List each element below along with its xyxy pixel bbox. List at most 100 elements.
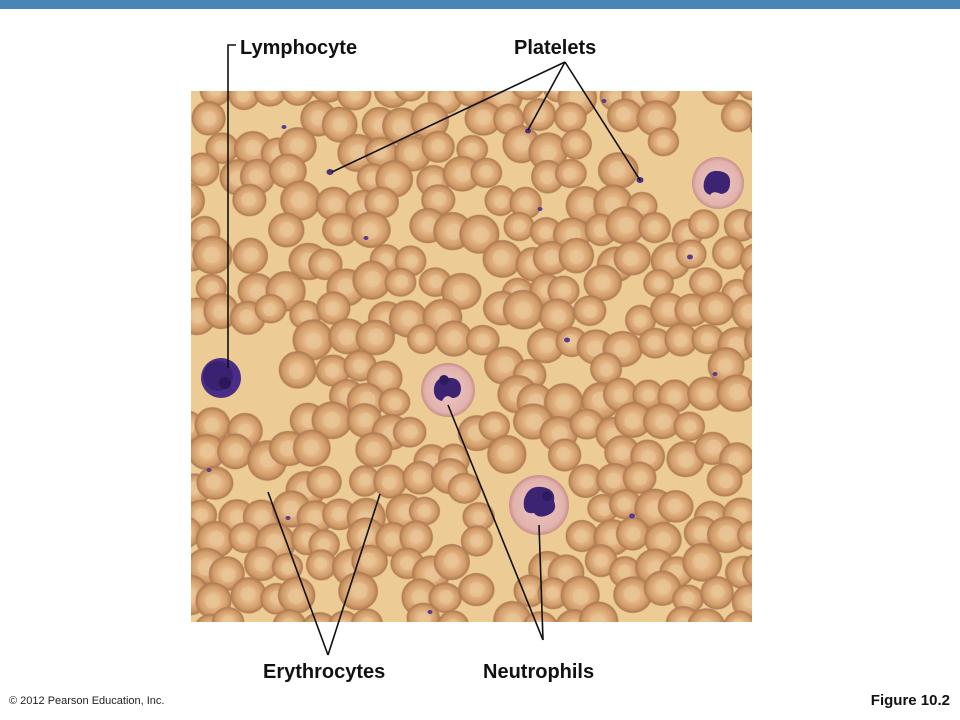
erythrocyte — [478, 411, 511, 442]
erythrocyte — [526, 327, 565, 364]
neutrophil-leader-line-1 — [447, 404, 544, 641]
erythrocyte — [437, 610, 469, 622]
platelet-leader-line-2 — [527, 61, 566, 131]
erythrocyte — [522, 97, 557, 132]
erythrocyte — [232, 237, 269, 275]
erythrocyte — [268, 153, 307, 189]
erythrocyte — [402, 460, 438, 495]
erythrocyte — [305, 548, 337, 581]
erythrocyte — [306, 465, 343, 499]
erythrocyte — [308, 248, 343, 281]
neutrophil-cell-1 — [421, 363, 475, 417]
erythrocyte — [196, 466, 234, 501]
neutrophil-cell-3 — [692, 157, 744, 209]
erythrocyte — [554, 158, 588, 189]
erythrocyte — [682, 542, 723, 582]
erythrocyte — [553, 101, 587, 134]
platelet-leader-line-1 — [331, 61, 566, 173]
platelet — [285, 516, 291, 520]
erythrocyte — [578, 601, 619, 622]
platelets-label: Platelets — [514, 37, 597, 59]
erythrocyte — [315, 291, 351, 325]
erythrocyte — [420, 184, 456, 216]
erythrocyte — [742, 264, 752, 298]
erythrocyte — [373, 464, 408, 499]
erythrocyte — [569, 408, 604, 440]
erythrocyte — [464, 101, 503, 136]
erythrocyte — [421, 130, 456, 163]
erythrocyte — [687, 376, 724, 412]
erythrocyte — [493, 600, 532, 622]
lymphocyte-leader-line — [227, 44, 236, 368]
platelet-leader-line-3 — [564, 61, 641, 181]
erythrocyte — [711, 235, 746, 270]
platelet — [525, 128, 531, 134]
erythrocyte — [642, 268, 675, 298]
erythrocyte — [278, 350, 317, 389]
erythrocyte — [565, 519, 599, 553]
erythrocyte — [348, 465, 381, 498]
neutrophil-leader-line-2 — [538, 524, 544, 641]
erythrocyte — [191, 235, 233, 275]
erythrocyte — [657, 489, 694, 523]
erythrocyte — [328, 610, 360, 622]
erythrocyte — [688, 209, 720, 240]
erythrocyte — [528, 132, 568, 172]
erythrocyte — [321, 212, 360, 247]
erythrocyte — [558, 237, 595, 274]
erythrocyte — [373, 91, 411, 109]
erythrocyte — [622, 461, 657, 494]
erythrocyte — [199, 91, 232, 107]
platelet — [564, 337, 570, 343]
erythrocyte — [511, 91, 544, 101]
platelet — [363, 236, 369, 240]
erythrocyte-leader-line-2 — [327, 493, 381, 656]
erythrocyte — [747, 381, 752, 404]
erythrocyte — [315, 186, 353, 222]
erythrocyte — [698, 291, 735, 326]
erythrocyte — [392, 416, 427, 448]
erythrocyte — [355, 432, 393, 468]
erythrocyte — [406, 323, 438, 355]
erythrocyte — [205, 132, 240, 165]
erythrocyte — [624, 304, 657, 336]
erythrocyte — [560, 128, 593, 160]
erythrocyte — [355, 319, 396, 356]
platelet — [687, 254, 693, 260]
erythrocyte — [351, 211, 392, 249]
platelet — [629, 513, 635, 519]
erythrocyte — [315, 354, 351, 387]
erythrocyte — [408, 496, 441, 526]
erythrocyte — [406, 602, 441, 622]
erythrocyte — [281, 91, 315, 106]
erythrocyte — [194, 406, 231, 443]
erythrocyte — [447, 472, 482, 504]
erythrocyte — [399, 520, 434, 555]
figure-number: Figure 10.2 — [870, 692, 950, 709]
erythrocyte — [638, 327, 673, 359]
erythrocyte — [486, 434, 527, 474]
neutrophils-label: Neutrophils — [483, 661, 595, 683]
erythrocyte — [723, 610, 752, 622]
erythrocyte — [279, 180, 321, 221]
erythrocyte — [613, 241, 652, 276]
erythrocyte — [597, 152, 639, 190]
erythrocyte — [191, 433, 226, 471]
erythrocyte — [292, 319, 334, 361]
erythrocyte — [271, 552, 304, 582]
platelet — [427, 610, 433, 614]
erythrocyte — [336, 91, 372, 111]
erythrocyte — [595, 462, 634, 497]
erythrocyte — [433, 543, 471, 581]
neutrophil-cell-2 — [509, 475, 569, 535]
erythrocyte — [254, 293, 287, 324]
erythrocyte — [731, 293, 752, 331]
erythrocyte — [736, 520, 752, 551]
erythrocyte — [311, 401, 353, 440]
lymphocyte-label: Lymphocyte — [240, 37, 358, 59]
top-banner-bar — [0, 0, 960, 9]
erythrocyte — [739, 243, 752, 276]
erythrocyte — [749, 114, 752, 134]
erythrocyte — [302, 611, 337, 622]
